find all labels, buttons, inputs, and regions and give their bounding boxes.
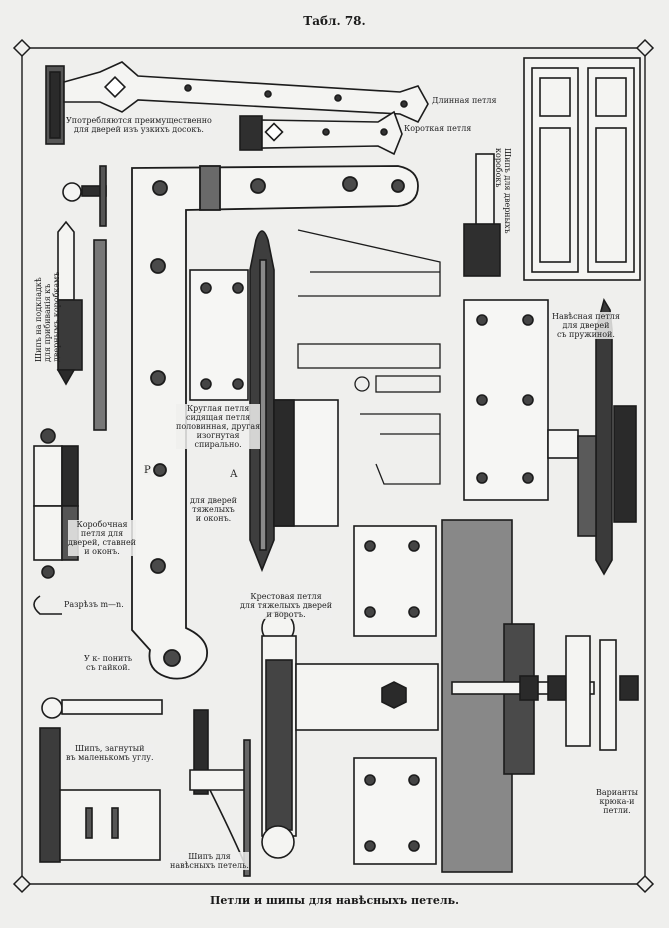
- label-line: въ маленькомъ углу.: [66, 753, 154, 762]
- label-heavy-doors: для дверей тяжелыхъ и оконъ.: [190, 496, 237, 523]
- label-line: Варианты: [596, 788, 638, 797]
- label-round-hinge: Круглая петля сидящая петля половинная, …: [176, 404, 261, 449]
- label-box-hinge: Коробочная петля для дверей, ставней и о…: [68, 520, 137, 556]
- long-strap-hinge: [45, 61, 429, 145]
- label-line: половинная, другая: [176, 422, 261, 431]
- left-pintle-drawings: [56, 165, 107, 431]
- label-line: сидящая петля: [186, 413, 251, 422]
- label-long-hinge: Длинная петля: [432, 96, 497, 105]
- upright-pintle: [463, 153, 501, 277]
- cross-hinge: [261, 525, 439, 865]
- label-line: спирально.: [194, 440, 242, 449]
- label-narrow-doors: Употребляются преимущественно для дверей…: [66, 116, 212, 134]
- label-line: и воротъ.: [266, 610, 306, 619]
- label-spring-hinge: Навѣсная петля для дверей съ пружиной.: [552, 312, 620, 339]
- label-line: Крестовая петля: [250, 592, 322, 601]
- short-strap-hinge: [239, 110, 403, 156]
- label-line: крюка-и: [599, 797, 635, 806]
- label-line: для тяжелыхъ дверей: [240, 601, 333, 610]
- label-pintle-right: Шипъ для дверныхъ коробокъ: [494, 148, 512, 234]
- label-cut: Разрѣзъ m—n.: [64, 600, 124, 609]
- label-pintle-hanging: Шипъ для навѣсныхъ петель.: [170, 852, 249, 870]
- label-line: Шипъ для: [188, 852, 231, 861]
- construction-diagrams: [297, 229, 441, 485]
- label-pintle-angle: Шипъ, загнутый въ маленькомъ углу.: [66, 744, 154, 762]
- label-line: съ гайкой.: [86, 663, 131, 672]
- label-with-nut: У к- понить съ гайкой.: [84, 654, 133, 672]
- label-letter-a: А: [230, 469, 238, 480]
- label-line: навѣсныхъ петель.: [170, 861, 249, 870]
- cabinet-doors: [523, 57, 641, 281]
- label-line: Шипъ для дверныхъ: [503, 148, 512, 234]
- label-line: Навѣсная петля: [552, 312, 620, 321]
- label-line: для дверей: [562, 321, 610, 330]
- label-pintle-left: Шипъ на подкладкѣ для прибиванія къ двер…: [34, 272, 61, 363]
- box-hinge: [33, 428, 79, 615]
- label-line: У к- понить: [84, 654, 133, 663]
- spring-hinge: [463, 297, 637, 576]
- plate-caption: Петли и шипы для навѣсныхъ петель.: [210, 894, 459, 907]
- label-line: Коробочная: [76, 520, 128, 529]
- label-line: для дверей: [190, 496, 237, 505]
- label-line: Шипъ на подкладкѣ: [34, 277, 43, 362]
- label-line: Круглая петля: [186, 404, 250, 413]
- corner-plate: [131, 165, 419, 680]
- label-line: для дверей изъ узкихъ досокъ.: [73, 125, 204, 134]
- label-line: двернымъ коробкамъ: [52, 271, 61, 363]
- label-line: изогнутая: [196, 431, 240, 440]
- post-with-bolt: [441, 519, 639, 873]
- label-line: съ пружиной.: [556, 330, 615, 339]
- label-line: для прибиванія къ: [43, 283, 52, 362]
- bent-pintle: [189, 709, 251, 877]
- label-line: Употребляются преимущественно: [66, 116, 212, 125]
- label-letter-p: Р: [144, 465, 151, 476]
- label-line: петля для: [80, 529, 124, 538]
- label-line: дверей, ставней: [68, 538, 137, 547]
- bottom-left-hinges: [39, 697, 163, 863]
- corner-ornaments: [12, 38, 655, 894]
- label-cross-hinge: Крестовая петля для тяжелыхъ дверей и во…: [240, 592, 333, 619]
- label-line: коробокъ: [494, 148, 503, 188]
- label-line: и оконъ.: [84, 547, 120, 556]
- label-line: тяжелыхъ: [192, 505, 235, 514]
- label-hook-variants: Варианты крюка-и петли.: [596, 788, 638, 815]
- label-line: петли.: [603, 806, 631, 815]
- plate-border: [21, 47, 646, 885]
- plate-title: Табл. 78.: [303, 14, 366, 28]
- label-line: и оконъ.: [195, 514, 232, 523]
- label-short-hinge: Короткая петля: [404, 124, 472, 133]
- label-line: Шипъ, загнутый: [75, 744, 145, 753]
- round-knuckle-hinge: [189, 230, 339, 573]
